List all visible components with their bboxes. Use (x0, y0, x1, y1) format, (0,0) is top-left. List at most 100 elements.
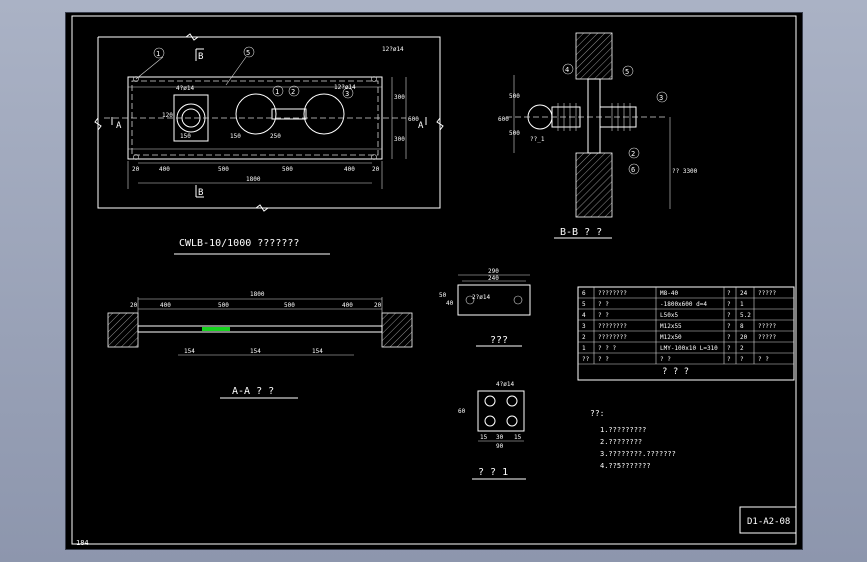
drawing-number-box (739, 506, 797, 534)
section-mark-b: B (198, 52, 203, 62)
dim-text: ??_1 (530, 136, 545, 143)
dim-text: 290 (488, 268, 499, 275)
wall-hatch (575, 32, 613, 80)
plate-section (137, 325, 383, 333)
callout-label: 3 (659, 94, 663, 102)
callout-label: 5 (246, 49, 250, 57)
table-rows: 6????????M8-40?24?????5? ?-1800x600 d=4?… (582, 290, 776, 363)
section-mark-a: A (116, 121, 122, 131)
dim-text: 154 (184, 348, 195, 355)
dim-text: 12?ø14 (334, 84, 356, 91)
dim-text: 4?ø14 (176, 85, 194, 92)
table-cell: ? ? (598, 312, 609, 319)
dim-text: 400 (159, 166, 170, 173)
sheet-border (71, 15, 797, 545)
table-cell: ????? (758, 290, 776, 297)
notes-block: ??: 1.????????? 2.???????? 3.????????.??… (590, 409, 676, 470)
callout-label: 3 (345, 90, 349, 98)
table-cell: ?? (582, 356, 590, 363)
dim-text: 400 (160, 302, 171, 309)
table-cell: ? (727, 345, 731, 352)
detail-plate (457, 284, 531, 316)
detail-plate-small: 290 240 50 40 2?ø14 ??? (439, 268, 531, 347)
detail-plate (477, 390, 525, 432)
dim-text: 600 (408, 116, 419, 123)
dim-text: 20 (130, 302, 138, 309)
table-cell: 20 (740, 334, 748, 341)
notes-title: ??: (590, 409, 604, 418)
table-cell: ? (727, 356, 731, 363)
wall-outline (97, 36, 441, 209)
bushing-hole (303, 93, 345, 135)
detail-title: ??? (490, 335, 508, 346)
section-mark-a: A (418, 121, 424, 131)
table-cell: 3 (582, 323, 586, 330)
break-mark (94, 117, 102, 131)
table-cell: ? (727, 312, 731, 319)
dim-text: 400 (342, 302, 353, 309)
dim-text: 20 (372, 166, 380, 173)
table-caption: ? ? ? (662, 367, 689, 377)
table-cell: L50x5 (660, 312, 678, 319)
table-cell: 2 (740, 345, 744, 352)
busbar (271, 108, 307, 120)
dim-text: 50 (439, 292, 447, 299)
dim-text: 500 (284, 302, 295, 309)
section-title: B-B ? ? (560, 227, 602, 238)
dim-text: 154 (250, 348, 261, 355)
table-cell: 2 (582, 334, 586, 341)
dim-text: 2?ø14 (472, 294, 490, 301)
dim-text: 4?ø14 (496, 381, 514, 388)
table-cell: M12x55 (660, 323, 682, 330)
dim-text: 500 (282, 166, 293, 173)
dim-text: 500 (218, 166, 229, 173)
page-number: 184 (76, 539, 89, 547)
selection-highlight[interactable] (202, 327, 230, 331)
dim-text: 120 (162, 112, 173, 119)
dim-text: 60 (458, 408, 466, 415)
table-cell: 1 (582, 345, 586, 352)
table-cell: ? ? (758, 356, 769, 363)
table-cell: 6 (582, 290, 586, 297)
dim-text: 1800 (246, 176, 261, 183)
table-cell: 24 (740, 290, 748, 297)
table-cell: ? (727, 334, 731, 341)
section-bb: 500 500 600 ??_1 ?? 3300 4 5 3 2 6 B-B ?… (498, 32, 698, 239)
plan-view: B A A B 1 5 1 2 3 12?ø14 12?ø14 4?ø14 20… (94, 33, 444, 212)
drawing-number: D1-A2-08 (747, 517, 790, 527)
table-cell: LMY-100x10 L=310 (660, 345, 718, 352)
table-cell: ???????? (598, 323, 627, 330)
dim-text: 15 (514, 434, 522, 441)
cad-drawing: B A A B 1 5 1 2 3 12?ø14 12?ø14 4?ø14 20… (71, 15, 797, 547)
table-cell: ? (727, 290, 731, 297)
detail-one: 4?ø14 60 15 30 15 90 ? ? 1 (458, 381, 526, 480)
table-cell: M8-40 (660, 290, 678, 297)
table-cell: ? (740, 356, 744, 363)
callout-label: 1 (156, 50, 160, 58)
table-cell: ???????? (598, 290, 627, 297)
table-cell: 1 (740, 301, 744, 308)
callout-label: 4 (565, 66, 569, 74)
dim-text: 400 (344, 166, 355, 173)
break-mark (436, 117, 444, 131)
table-cell: ???????? (598, 334, 627, 341)
table-cell: ? ? (598, 301, 609, 308)
note-item: 2.???????? (600, 438, 642, 446)
dim-text: 154 (312, 348, 323, 355)
dim-text: 15 (480, 434, 488, 441)
wall-hatch (575, 152, 613, 218)
plate (587, 78, 601, 154)
callout-label: 1 (275, 88, 279, 96)
table-cell: 5 (582, 301, 586, 308)
dim-text: 240 (488, 275, 499, 282)
table-cell: ? ? (598, 356, 609, 363)
callout-label: 2 (291, 88, 295, 96)
callout-label: 6 (631, 166, 635, 174)
note-item: 1.????????? (600, 426, 646, 434)
table-cell: ? (727, 301, 731, 308)
table-cell: ????? (758, 323, 776, 330)
dim-text: 150 (180, 133, 191, 140)
dim-text: 20 (132, 166, 140, 173)
section-title: A-A ? ? (232, 386, 274, 397)
